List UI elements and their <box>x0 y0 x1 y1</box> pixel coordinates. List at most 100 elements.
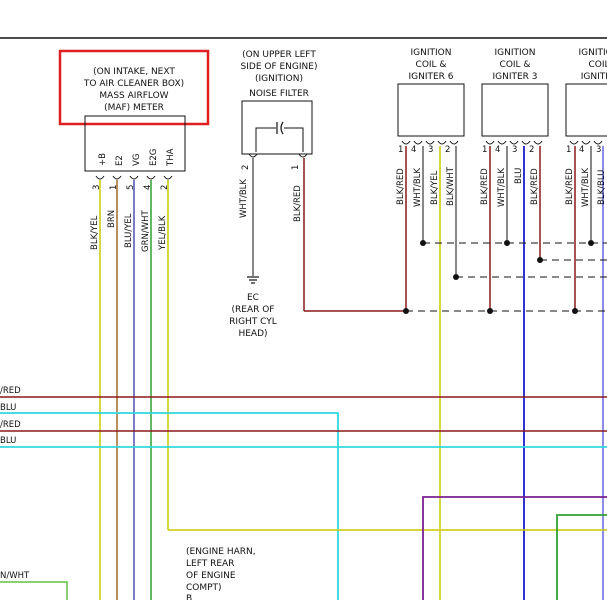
coil-partial-wire-label: WHT/BLK <box>581 168 591 207</box>
horizontal-wire-label: BLU <box>0 436 16 446</box>
noise-filter-box <box>241 100 313 155</box>
noise-filter-wire-label: BLK/RED <box>293 185 303 222</box>
noise-filter-pin-number: 2 <box>241 165 251 170</box>
ignition-coil-3: IGNITION COIL & IGNITER 3 1 4 3 2 BLK/RE… <box>480 48 549 600</box>
maf-wire-label: GRN/WHT <box>141 209 151 252</box>
coil-3-box <box>481 83 549 137</box>
coil-partial-title-line-3: IGNITER <box>581 72 607 82</box>
coil-partial-title-line-2: COIL <box>588 60 607 70</box>
splice-dot <box>487 308 493 314</box>
coil-6-pin-number: 1 <box>398 145 403 155</box>
maf-pin-number: 5 <box>126 185 136 190</box>
harness-note-line-3: OF ENGINE <box>186 571 236 581</box>
ground-label-line-1: EC <box>247 293 259 303</box>
horizontal-wire-label: BLU <box>0 403 16 413</box>
maf-callout-highlight <box>58 49 210 126</box>
coil-3-pin-number: 1 <box>482 145 487 155</box>
coil-3-title-line-2: COIL & <box>500 60 531 70</box>
splice-dot <box>537 257 543 263</box>
noise-filter: (ON UPPER LEFT SIDE OF ENGINE) (IGNITION… <box>239 50 406 312</box>
maf-pin-number: 1 <box>109 185 119 190</box>
harness-note-line-1: (ENGINE HARN, <box>186 547 256 557</box>
ground-ec: EC (REAR OF RIGHT CYL HEAD) <box>229 276 277 339</box>
left-horizontal-wires: /RED BLU /RED BLU <box>0 386 607 600</box>
capacitor-icon <box>280 121 284 135</box>
maf-wire-label: BLK/YEL <box>90 215 100 250</box>
maf-pin-number: 3 <box>92 185 102 190</box>
maf-terminal-label: THA <box>166 148 176 167</box>
coil-6-pin-number: 2 <box>445 145 450 155</box>
coil-partial-pin-terminals <box>569 140 603 145</box>
noise-filter-wire-label: WHT/BLK <box>239 179 249 218</box>
maf-meter: (ON INTAKE, NEXT TO AIR CLEANER BOX) MAS… <box>58 49 210 600</box>
maf-wire-label: YEL/BLK <box>158 215 168 251</box>
noise-filter-caption-line-2: SIDE OF ENGINE) <box>241 62 318 72</box>
coil-3-title-line-1: IGNITION <box>495 48 536 58</box>
bottom-left-wire <box>0 581 68 600</box>
coil-3-pin-number: 2 <box>529 145 534 155</box>
coil-6-pin-number: 4 <box>411 145 416 155</box>
splice-dot <box>420 240 426 246</box>
ground-label-line-4: HEAD) <box>238 329 267 339</box>
coil-6-title-line-3: IGNITER 6 <box>408 72 453 82</box>
maf-pin-number: 4 <box>143 185 153 190</box>
coil-partial-title-line-1: IGNITION <box>579 48 607 58</box>
coil-6-pin-terminals <box>401 140 459 145</box>
coil-3-title-line-3: IGNITER 3 <box>492 72 537 82</box>
coil-6-wire-label: BLK/WHT <box>446 166 456 206</box>
horizontal-wire-label: /RED <box>0 420 21 430</box>
coil-6-wire-label: WHT/BLK <box>413 168 423 207</box>
ignition-coil-partial: IGNITION COIL IGNITER 1 4 3 BLK/RED WHT/… <box>565 48 607 600</box>
harness-note-line-2: LEFT REAR <box>186 559 234 569</box>
harness-note-line-4: COMPT) <box>186 583 222 593</box>
harness-note: (ENGINE HARN, LEFT REAR OF ENGINE COMPT)… <box>186 547 256 600</box>
coil-6-title-line-1: IGNITION <box>411 48 452 58</box>
noise-filter-pin-terminals <box>248 153 308 158</box>
splice-dot <box>504 240 510 246</box>
purple-wire <box>422 496 607 600</box>
coil-6-title-line-2: COIL & <box>416 60 447 70</box>
noise-filter-caption-line-3: (IGNITION) <box>255 74 303 84</box>
coil-6-wire-label: BLK/YEL <box>430 170 440 205</box>
splice-dot <box>572 308 578 314</box>
maf-wire-label: BRN <box>107 210 117 228</box>
dashed-buses <box>403 240 607 314</box>
maf-pin-number: 2 <box>160 185 170 190</box>
coil-partial-pin-number: 4 <box>579 145 584 155</box>
maf-wire-label: BLU/YEL <box>124 213 134 248</box>
maf-pin-terminals <box>95 175 173 180</box>
maf-terminal-label: VG <box>132 154 142 166</box>
coil-6-pin-number: 3 <box>428 145 433 155</box>
splice-dot <box>588 240 594 246</box>
coil-3-wire-label: BLK/RED <box>480 168 490 205</box>
coil-partial-pin-number: 3 <box>596 145 601 155</box>
coil-3-wire-label: WHT/BLK <box>497 168 507 207</box>
noise-filter-pin-number: 1 <box>291 165 301 170</box>
coil-3-pin-terminals <box>485 140 543 145</box>
coil-6-box <box>397 83 465 137</box>
horizontal-wire-blu-1 <box>0 412 339 600</box>
noise-filter-lead-right <box>284 127 304 152</box>
ground-label-line-2: (REAR OF <box>232 305 275 315</box>
splice-dot <box>403 308 409 314</box>
green-wire <box>556 514 607 600</box>
splice-dot <box>453 274 459 280</box>
horizontal-wire-label: /RED <box>0 386 21 396</box>
ground-label-line-3: RIGHT CYL <box>229 317 277 327</box>
maf-terminal-label: E2G <box>149 149 159 166</box>
coil-partial-wire-label: BLK/BLU <box>597 170 607 205</box>
coil-6-wire-label: BLK/RED <box>396 168 406 205</box>
noise-filter-title: NOISE FILTER <box>249 89 309 99</box>
bottom-left-wire-label: N/WHT <box>0 571 30 581</box>
coil-partial-pin-number: 1 <box>566 145 571 155</box>
coil-partial-wire-label: BLK/RED <box>565 168 575 205</box>
maf-terminal-label: +B <box>98 153 108 166</box>
maf-connector-box <box>84 115 186 172</box>
harness-note-line-5: B <box>186 594 192 600</box>
coil-3-pin-number: 3 <box>512 145 517 155</box>
maf-callout-line-4: (MAF) METER <box>104 103 164 113</box>
coil-3-wire-label: BLK/RED <box>530 168 540 205</box>
maf-callout-line-3: MASS AIRFLOW <box>99 91 168 101</box>
